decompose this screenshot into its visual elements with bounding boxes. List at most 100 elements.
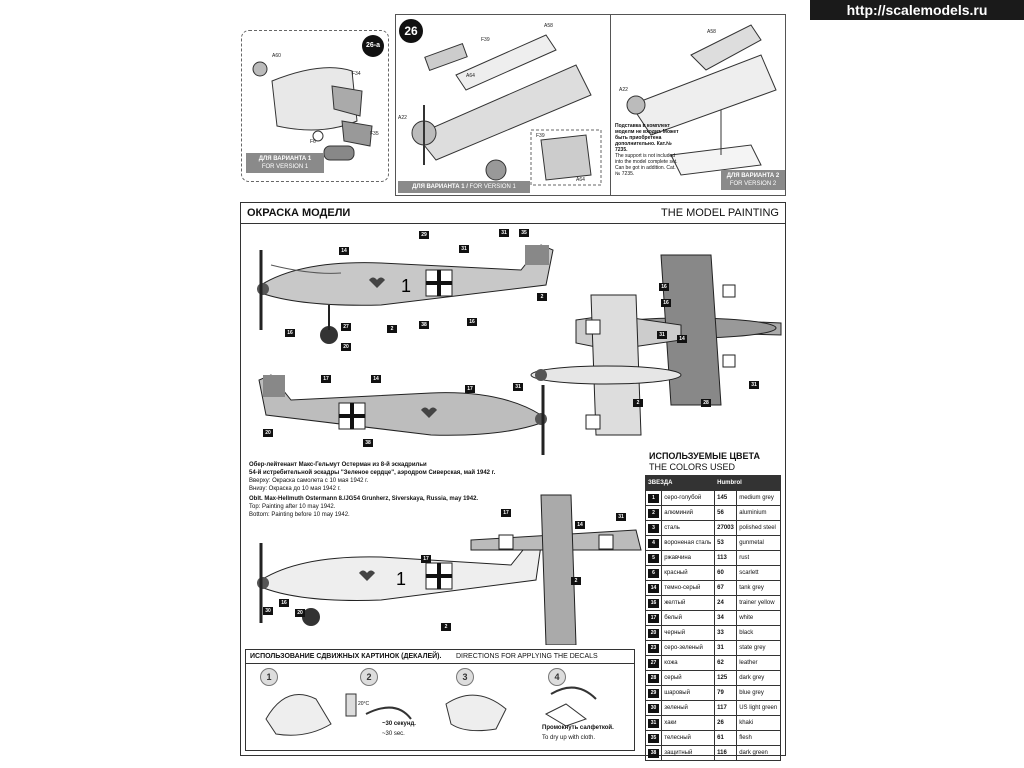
color-name-en-cell: blue grey bbox=[736, 685, 781, 701]
assembly-panel-26: 26 A22 F39 A58 A64 F39 A64 ДЛЯ ВАРИАНТА … bbox=[395, 14, 611, 196]
color-name-en-cell: medium grey bbox=[736, 490, 781, 506]
color-name-ru-cell: серый bbox=[661, 670, 716, 686]
humbrol-number: 61 bbox=[717, 735, 724, 741]
humbrol-number-cell: 26 bbox=[714, 715, 738, 731]
aircraft-profiles-drawing: 1 1 bbox=[257, 244, 782, 645]
color-name-en: blue grey bbox=[739, 690, 764, 696]
zvezda-number-cell: 30 bbox=[644, 700, 663, 716]
version1b-tag: ДЛЯ ВАРИАНТА 1 / FOR VERSION 1 bbox=[398, 181, 530, 193]
color-name-en-cell: white bbox=[736, 610, 781, 626]
color-name-ru: алюминий bbox=[664, 510, 694, 516]
water-temp-label: 20°C bbox=[358, 701, 370, 707]
color-name-en: black bbox=[739, 630, 754, 636]
zvezda-number-cell: 20 bbox=[644, 625, 663, 641]
color-name-ru: вороненая сталь bbox=[664, 540, 712, 546]
color-name-ru-cell: серо-зеленый bbox=[661, 640, 716, 656]
color-name-ru-cell: вороненая сталь bbox=[661, 535, 716, 551]
zvezda-number-cell: 35 bbox=[644, 730, 663, 746]
color-callout: 17 bbox=[501, 509, 511, 517]
dry-instruction-en: To dry up with cloth. bbox=[542, 735, 596, 741]
soak-time-en: ~30 sec. bbox=[382, 731, 405, 737]
zvezda-number: 31 bbox=[648, 718, 659, 728]
humbrol-number: 116 bbox=[717, 750, 727, 756]
color-name-en: white bbox=[739, 615, 754, 621]
color-callout: 30 bbox=[263, 607, 273, 615]
color-callout: 16 bbox=[285, 329, 295, 337]
zvezda-number-cell: 28 bbox=[644, 670, 663, 686]
desc-en-line: Top: Painting after 10 may 1942. bbox=[249, 504, 336, 510]
zvezda-number: 2 bbox=[648, 508, 659, 518]
colors-title-en: THE COLORS USED bbox=[649, 462, 736, 472]
color-name-en-cell: aluminium bbox=[736, 505, 781, 521]
color-callout: 29 bbox=[419, 231, 429, 239]
watermark-banner: http://scalemodels.ru bbox=[810, 0, 1024, 20]
color-name-ru-cell: темно-серый bbox=[661, 580, 716, 596]
color-callout: 16 bbox=[661, 299, 671, 307]
humbrol-number: 145 bbox=[717, 495, 728, 501]
humbrol-number: 27003 bbox=[717, 525, 734, 531]
step-26a-badge: 26-a bbox=[362, 35, 384, 57]
zvezda-number-cell: 4 bbox=[644, 535, 663, 551]
color-name-ru: хаки bbox=[664, 720, 677, 726]
version-en: FOR VERSION 1 bbox=[261, 164, 309, 170]
color-callout: 31 bbox=[459, 245, 469, 253]
color-callout: 27 bbox=[341, 323, 351, 331]
color-name-en-cell: trainer yellow bbox=[736, 595, 781, 611]
color-name-ru: желтый bbox=[664, 600, 686, 606]
color-callout: 16 bbox=[467, 318, 477, 326]
zvezda-number-cell: 38 bbox=[644, 745, 663, 761]
color-name-ru-cell: шаровый bbox=[661, 685, 716, 701]
humbrol-number-cell: 60 bbox=[714, 565, 738, 581]
profile-right-side-top bbox=[258, 374, 547, 455]
humbrol-number-cell: 117 bbox=[714, 700, 738, 716]
color-name-en-cell: khaki bbox=[736, 715, 781, 731]
color-name-en-cell: US light green bbox=[736, 700, 781, 716]
color-callout: 16 bbox=[659, 283, 669, 291]
zvezda-number: 4 bbox=[648, 538, 659, 548]
color-name-en: leather bbox=[739, 660, 758, 666]
color-callout: 2 bbox=[571, 577, 581, 585]
color-callout: 2 bbox=[441, 623, 451, 631]
desc-ru-line: Обер-лейтенант Макс-Гельмут Остерман из … bbox=[249, 462, 427, 468]
desc-en-line: Oblt. Max-Hellmuth Ostermann 8./JG54 Gru… bbox=[249, 496, 479, 502]
step-26-badge: 26 bbox=[399, 19, 423, 43]
humbrol-number: 33 bbox=[717, 630, 724, 636]
desc-ru-line: Внизу: Окраска до 10 мая 1942 г. bbox=[249, 486, 341, 492]
color-name-en-cell: dark grey bbox=[736, 670, 781, 686]
color-name-ru-cell: кожа bbox=[661, 655, 716, 671]
assembly-panel-version2: A22 A58 Подставка в комплект моделм не в… bbox=[610, 14, 786, 196]
zvezda-number-cell: 14 bbox=[644, 580, 663, 596]
zvezda-number-cell: 1 bbox=[644, 490, 663, 506]
humbrol-number-cell: 125 bbox=[714, 670, 738, 686]
color-name-en-cell: flesh bbox=[736, 730, 781, 746]
decals-section: ИСПОЛЬЗОВАНИЕ СДВИЖНЫХ КАРТИНОК (ДЕКАЛЕЙ… bbox=[245, 649, 635, 751]
part-label: F6 bbox=[310, 139, 316, 145]
zvezda-number: 35 bbox=[648, 733, 659, 743]
zvezda-number: 23 bbox=[648, 643, 659, 653]
zvezda-number-cell: 29 bbox=[644, 685, 663, 701]
aircraft-description-en: Oblt. Max-Hellmuth Ostermann 8./JG54 Gru… bbox=[249, 495, 519, 519]
decals-title-ru: ИСПОЛЬЗОВАНИЕ СДВИЖНЫХ КАРТИНОК (ДЕКАЛЕЙ… bbox=[250, 653, 442, 660]
zvezda-number: 5 bbox=[648, 553, 659, 563]
support-note-en: The support is not included into the mod… bbox=[615, 153, 678, 177]
version2-tag: ДЛЯ ВАРИАНТА 2 FOR VERSION 2 bbox=[721, 170, 785, 190]
zvezda-number-cell: 6 bbox=[644, 565, 663, 581]
color-name-ru: серый bbox=[664, 675, 682, 681]
color-name-ru: телесный bbox=[664, 735, 691, 741]
color-name-ru: белый bbox=[664, 615, 682, 621]
svg-text:1: 1 bbox=[401, 276, 411, 296]
zvezda-number: 30 bbox=[648, 703, 659, 713]
zvezda-number: 20 bbox=[648, 628, 659, 638]
humbrol-number-cell: 34 bbox=[714, 610, 738, 626]
version-en: FOR VERSION 2 bbox=[729, 181, 777, 187]
zvezda-number: 38 bbox=[648, 748, 659, 758]
color-callout: 14 bbox=[677, 335, 687, 343]
zvezda-number: 6 bbox=[648, 568, 659, 578]
humbrol-number-cell: 27003 bbox=[714, 520, 738, 536]
col-zvezda: ЗВЕЗДА bbox=[644, 475, 716, 491]
